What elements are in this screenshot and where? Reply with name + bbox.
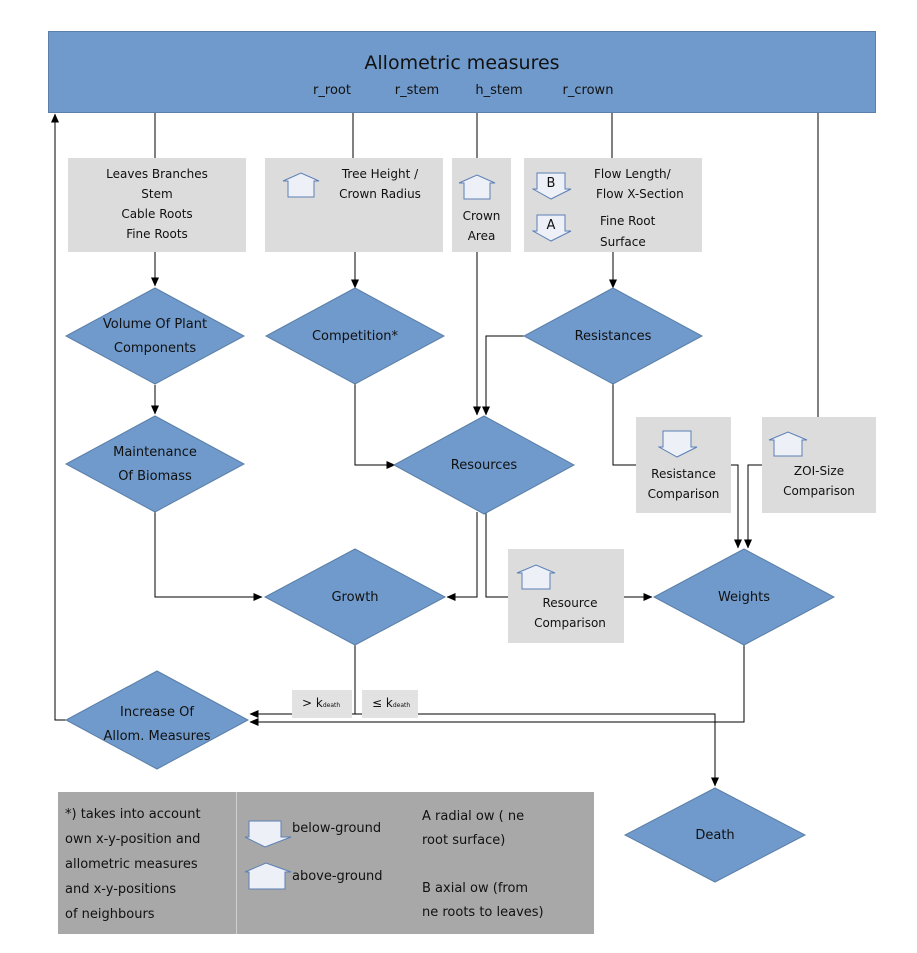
legend-note-3: allometric measures [65, 857, 198, 872]
plant-components-box: Leaves Branches Stem Cable Roots Fine Ro… [68, 158, 246, 252]
diamond-weights [652, 548, 836, 646]
growth-label: Growth [331, 590, 379, 605]
arrow-up-icon [516, 564, 556, 590]
legend-note-5: of neighbours [65, 907, 155, 922]
legend-note-2: own x-y-position and [65, 832, 201, 847]
volume-line1: Volume Of Plant [102, 317, 208, 332]
legend-arrow-down-icon [244, 820, 292, 848]
maintenance-line2: Of Biomass [118, 469, 192, 484]
components-line4: Fine Roots [126, 227, 188, 241]
diamond-volume [64, 287, 246, 385]
legend-note-1: *) takes into account [65, 807, 201, 822]
legend-a-line2: root surface) [422, 833, 506, 848]
diamond-competition [264, 287, 446, 385]
maintenance-line1: Maintenance [113, 445, 197, 460]
threshold-gt-label: > k [302, 696, 323, 710]
header-title: Allometric measures [364, 52, 560, 74]
threshold-le-label: ≤ k [372, 696, 393, 710]
arrow-maintenance-growth [154, 510, 263, 601]
flow-line1: Flow Length/ [594, 167, 671, 181]
resource-comparison-box: Resource Comparison [508, 549, 624, 643]
arrow-competition-resources [354, 384, 396, 469]
death-label: Death [695, 828, 735, 843]
arrow-up-icon [282, 172, 320, 198]
flow-line2: Flow X-Section [596, 187, 684, 201]
diamond-growth [263, 548, 447, 646]
threshold-le-sub: death [392, 702, 411, 709]
arrow-down-icon [658, 430, 698, 458]
zoi-comparison-box: ZOI-Size Comparison [762, 417, 876, 513]
resistance-comparison-box: Resistance Comparison [636, 417, 731, 513]
crown-area-box: Crown Area [452, 158, 511, 252]
var-r-root: r_root [313, 83, 351, 98]
resistance-comparison-line2: Comparison [647, 487, 720, 501]
tree-height-box: Tree Height / Crown Radius [265, 158, 443, 252]
flow-a-label: A [546, 218, 556, 233]
var-h-stem: h_stem [475, 83, 523, 98]
var-r-crown: r_crown [562, 83, 614, 98]
diamond-resistances [522, 287, 704, 385]
arrow-up-icon [768, 431, 808, 457]
resource-comparison-line1: Resource [542, 596, 598, 610]
allometric-measures-header: Allometric measures r_root r_stem h_stem… [48, 31, 876, 113]
legend-below-ground: below-ground [292, 821, 382, 836]
resistances-label: Resistances [574, 329, 652, 344]
legend-panel [58, 792, 594, 934]
flow-b-label: B [546, 176, 556, 191]
components-line1: Leaves Branches [106, 167, 208, 181]
zoi-comparison-line1: ZOI-Size [793, 464, 845, 478]
flow-line4: Surface [600, 235, 646, 249]
legend-b-line1: B axial ow (from [422, 881, 529, 896]
arrow-down-a-icon [532, 214, 572, 242]
zoi-comparison-line2: Comparison [783, 484, 855, 498]
diamond-resources [392, 415, 576, 515]
tree-height-line1: Tree Height / [341, 167, 419, 181]
flow-line3: Fine Root [600, 214, 656, 228]
legend-separator [236, 792, 237, 934]
legend-arrow-up-icon [244, 862, 292, 890]
legend-note-4: and x-y-positions [65, 882, 177, 897]
legend-above-ground: above-ground [292, 869, 383, 884]
components-line3: Cable Roots [121, 207, 193, 221]
flow-box: B A Flow Length/ Flow X-Section Fine Roo… [524, 158, 702, 252]
arrow-increase-header [51, 113, 66, 721]
resource-comparison-line2: Comparison [534, 616, 606, 630]
diamond-maintenance [64, 415, 246, 513]
components-line2: Stem [141, 187, 173, 201]
diamond-increase [64, 670, 250, 770]
competition-label: Competition* [311, 329, 399, 344]
increase-line2: Allom. Measures [103, 729, 211, 744]
tree-height-line2: Crown Radius [339, 187, 421, 201]
arrow-resistances-resources [482, 335, 524, 416]
arrow-growth-death [355, 713, 719, 787]
resistance-comparison-line1: Resistance [651, 467, 716, 481]
arrow-up-icon [458, 174, 496, 200]
legend-a-line1: A radial ow ( ne [422, 809, 525, 824]
var-r-stem: r_stem [394, 83, 440, 98]
legend-b-line2: ne roots to leaves) [422, 905, 544, 920]
threshold-gt-sub: death [322, 702, 341, 709]
diamond-death [623, 787, 807, 883]
volume-line2: Components [113, 341, 197, 356]
arrow-weights-increase [249, 645, 745, 726]
arrow-resources-growth [446, 512, 478, 601]
weights-label: Weights [717, 590, 771, 605]
threshold-le-box: ≤ kdeath [362, 690, 418, 718]
threshold-gt-box: > kdeath [292, 690, 352, 718]
arrow-down-b-icon [532, 172, 572, 200]
crown-area-line2: Area [467, 229, 496, 243]
increase-line1: Increase Of [120, 705, 194, 720]
resources-label: Resources [450, 458, 518, 473]
crown-area-line1: Crown [462, 209, 501, 223]
